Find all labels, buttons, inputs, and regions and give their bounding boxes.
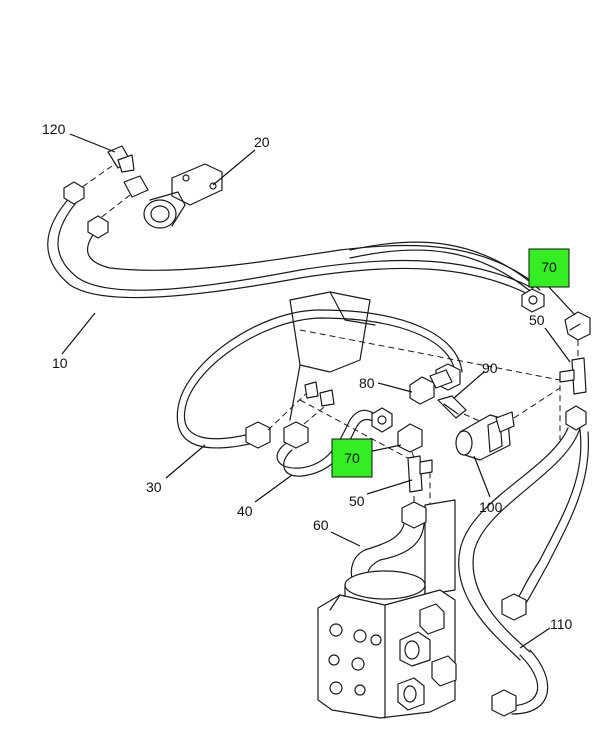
bracket-studs [304,381,335,407]
hose-upper-right [349,241,541,297]
callout-40[interactable]: 40 [237,503,253,519]
callout-110[interactable]: 110 [550,616,573,632]
callout-10[interactable]: 10 [52,355,68,371]
callout-50-top[interactable]: 50 [529,312,545,328]
callout-30[interactable]: 30 [146,479,162,495]
callout-70-top: 70 [541,259,557,275]
hose-right-pair [458,405,590,661]
elbow-fitting-70-mid [397,423,423,453]
fitting-120 [77,145,149,221]
callout-120[interactable]: 120 [42,121,66,137]
elbow-fitting-80 [409,369,453,405]
callout-100[interactable]: 100 [479,499,503,515]
elbow-fitting-70-top [564,311,591,341]
pump-block [317,570,457,719]
hose-10 [47,194,534,299]
callout-80[interactable]: 80 [359,375,375,391]
tee-fitting-50-top [559,340,587,395]
highlight-box-70-mid[interactable]: 70 [331,438,373,478]
callout-20[interactable]: 20 [254,134,270,150]
hose-nut [87,215,109,239]
callout-50-mid[interactable]: 50 [349,493,365,509]
hose-40 [276,401,393,477]
hose-nut [63,181,85,205]
tee-fitting-50-mid [407,451,433,493]
highlight-box-70-top[interactable]: 70 [528,248,570,288]
valve-100 [455,387,561,461]
hose-nut [521,288,545,313]
fitting-90 [437,395,487,425]
callout-60[interactable]: 60 [313,517,329,533]
hose-110 [491,649,549,717]
hose-60 [350,496,427,581]
flange-20 [143,163,223,229]
callout-70-mid: 70 [344,450,360,466]
callout-90[interactable]: 90 [482,360,498,376]
leader-lines [61,133,576,649]
